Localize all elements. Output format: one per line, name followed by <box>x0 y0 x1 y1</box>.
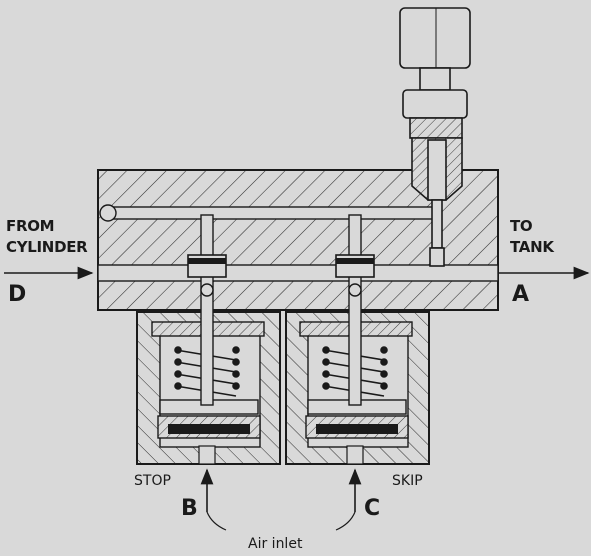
label-port-a: A <box>512 282 530 307</box>
label-cylinder: CYLINDER <box>6 238 88 256</box>
label-stop: STOP <box>134 473 171 489</box>
skip-valve-body <box>285 214 430 465</box>
label-from: FROM <box>6 217 55 235</box>
label-port-c: C <box>364 496 381 521</box>
label-tank: TANK <box>510 238 554 256</box>
label-skip: SKIP <box>392 473 423 489</box>
label-port-d: D <box>8 282 27 307</box>
label-to: TO <box>510 217 533 235</box>
label-air-inlet: Air inlet <box>248 536 303 552</box>
adjuster-assembly <box>399 7 471 267</box>
label-port-b: B <box>181 496 198 521</box>
flow-arrows <box>4 266 590 531</box>
air-inlet-leader <box>206 511 356 531</box>
stop-valve-body <box>136 214 281 465</box>
